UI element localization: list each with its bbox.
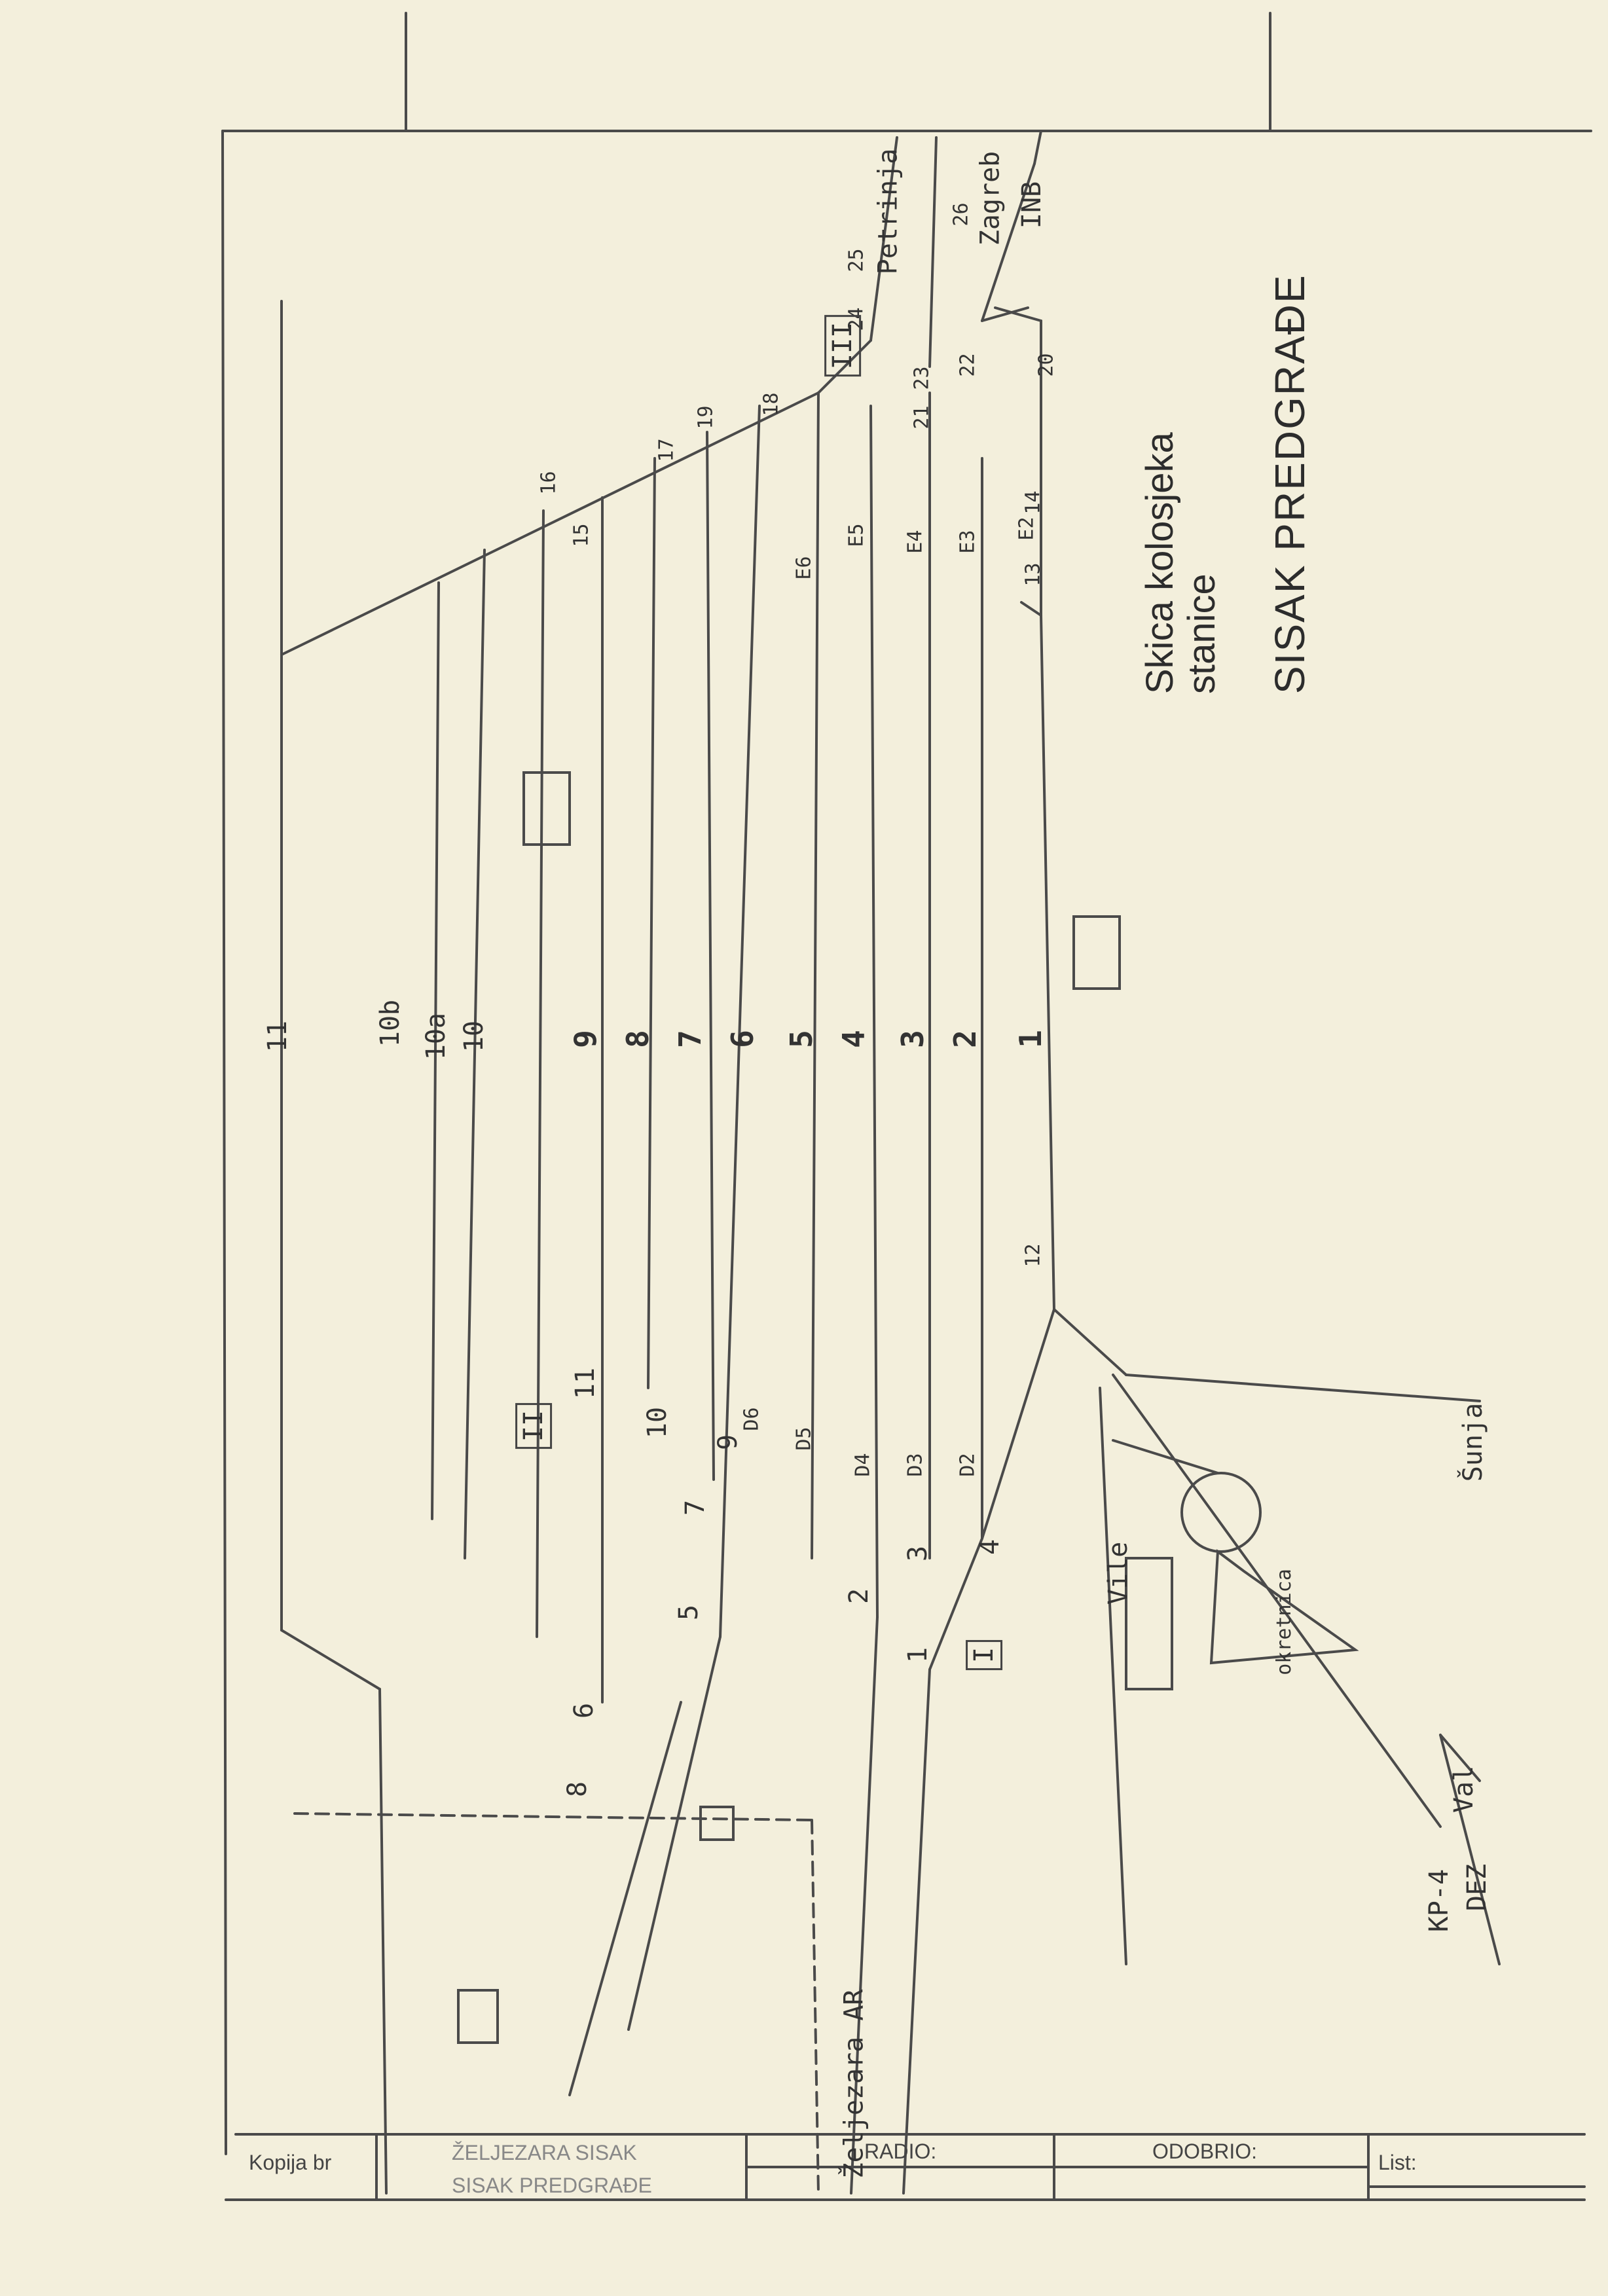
track-line-1b — [1020, 601, 1042, 617]
direction-petrinja: Petrinja — [873, 148, 904, 275]
track-line-8 — [647, 457, 656, 1389]
signal-d4: D4 — [851, 1453, 875, 1477]
title-block-list: List: — [1378, 2151, 1417, 2174]
switch-25: 25 — [845, 248, 868, 272]
switch-8: 8 — [562, 1781, 593, 1798]
direction-dez: DEZ — [1462, 1863, 1493, 1912]
switch-6: 6 — [569, 1702, 600, 1719]
switch-4: 4 — [975, 1539, 1006, 1556]
signal-d2: D2 — [956, 1453, 979, 1477]
post-i: I — [966, 1639, 1003, 1671]
title-line-2: stanice — [1180, 574, 1223, 694]
label-okretnica: okretnica — [1272, 1569, 1296, 1675]
signal-e5: E5 — [845, 523, 868, 547]
switch-26: 26 — [949, 202, 973, 227]
title-block-radio: RADIO: — [864, 2140, 937, 2163]
diagram-title: Skica kolosjeka stanice SISAK PREDGRAĐE — [1139, 274, 1313, 694]
switch-19: 19 — [694, 405, 718, 429]
switch-14: 14 — [1021, 490, 1045, 515]
direction-kp4: KP-4 — [1424, 1868, 1455, 1933]
title-block-org2: SISAK PREDGRAĐE — [452, 2174, 652, 2197]
turntable — [1180, 1472, 1262, 1553]
switch-20: 20 — [1034, 353, 1058, 377]
switch-11: 11 — [570, 1367, 601, 1400]
switch-7: 7 — [680, 1499, 711, 1516]
direction-vile: Vile — [1103, 1541, 1134, 1605]
track-line-10 — [536, 509, 545, 1638]
signal-e6: E6 — [792, 556, 816, 580]
signal-e3: E3 — [956, 530, 979, 554]
switch-18: 18 — [759, 392, 783, 416]
switch-12: 12 — [1021, 1243, 1045, 1267]
switch-5: 5 — [674, 1604, 704, 1621]
direction-sunja: Šunja — [1458, 1402, 1489, 1482]
track-label-10b: 10b — [375, 999, 406, 1048]
track-line-4 — [869, 405, 879, 1618]
track-label-10: 10 — [459, 1020, 490, 1053]
track-label-1: 1 — [1012, 1030, 1048, 1048]
switch-15: 15 — [570, 523, 593, 547]
track-label-2: 2 — [947, 1030, 983, 1048]
track-line-1 — [1040, 614, 1055, 1311]
switch-9: 9 — [713, 1434, 744, 1451]
switch-2: 2 — [844, 1588, 875, 1605]
switch-21: 21 — [910, 405, 934, 429]
ladder-left — [981, 1308, 1055, 1540]
track-label-10a: 10a — [421, 1012, 452, 1061]
direction-val: Val — [1449, 1765, 1480, 1813]
title-block-odobrio: ODOBRIO: — [1152, 2140, 1258, 2163]
title-block-org1: ŽELJEZARA SISAK — [452, 2141, 637, 2164]
track-line-10a — [464, 549, 486, 1559]
title-line-3: SISAK PREDGRAĐE — [1266, 274, 1313, 694]
direction-inb: INB — [1017, 181, 1048, 229]
post-ii: II — [515, 1402, 553, 1449]
signal-e2: E2 — [1015, 517, 1038, 541]
switch-13: 13 — [1021, 562, 1045, 587]
switch-22: 22 — [956, 353, 979, 377]
track-line-7 — [706, 431, 715, 1481]
signal-d6: D6 — [740, 1407, 763, 1431]
switch-17: 17 — [655, 438, 678, 462]
track-label-5: 5 — [783, 1030, 819, 1048]
title-line-1: Skica kolosjeka — [1139, 432, 1181, 694]
signal-e4: E4 — [904, 530, 927, 554]
switch-23: 23 — [910, 366, 934, 390]
track-label-4: 4 — [835, 1030, 871, 1048]
signal-d3: D3 — [904, 1453, 927, 1477]
title-block-kopija: Kopija br — [249, 2151, 332, 2174]
track-line-5 — [811, 392, 820, 1559]
track-line-6 — [719, 405, 761, 1638]
track-label-6: 6 — [724, 1030, 760, 1048]
direction-zagreb: Zagreb — [975, 151, 1006, 246]
switch-1: 1 — [903, 1647, 934, 1664]
switch-10: 10 — [642, 1406, 673, 1439]
frame-left — [221, 130, 227, 2155]
track-label-9: 9 — [567, 1030, 603, 1048]
track-label-7: 7 — [672, 1030, 708, 1048]
track-label-8: 8 — [619, 1030, 655, 1048]
track-label-3: 3 — [894, 1030, 930, 1048]
post-iii: III — [824, 314, 862, 377]
switch-16: 16 — [537, 471, 560, 495]
switch-3: 3 — [903, 1545, 934, 1562]
signal-d5: D5 — [792, 1427, 816, 1451]
ladder-right — [280, 392, 820, 656]
track-line-10b — [431, 581, 440, 1520]
track-label-11: 11 — [263, 1020, 293, 1053]
